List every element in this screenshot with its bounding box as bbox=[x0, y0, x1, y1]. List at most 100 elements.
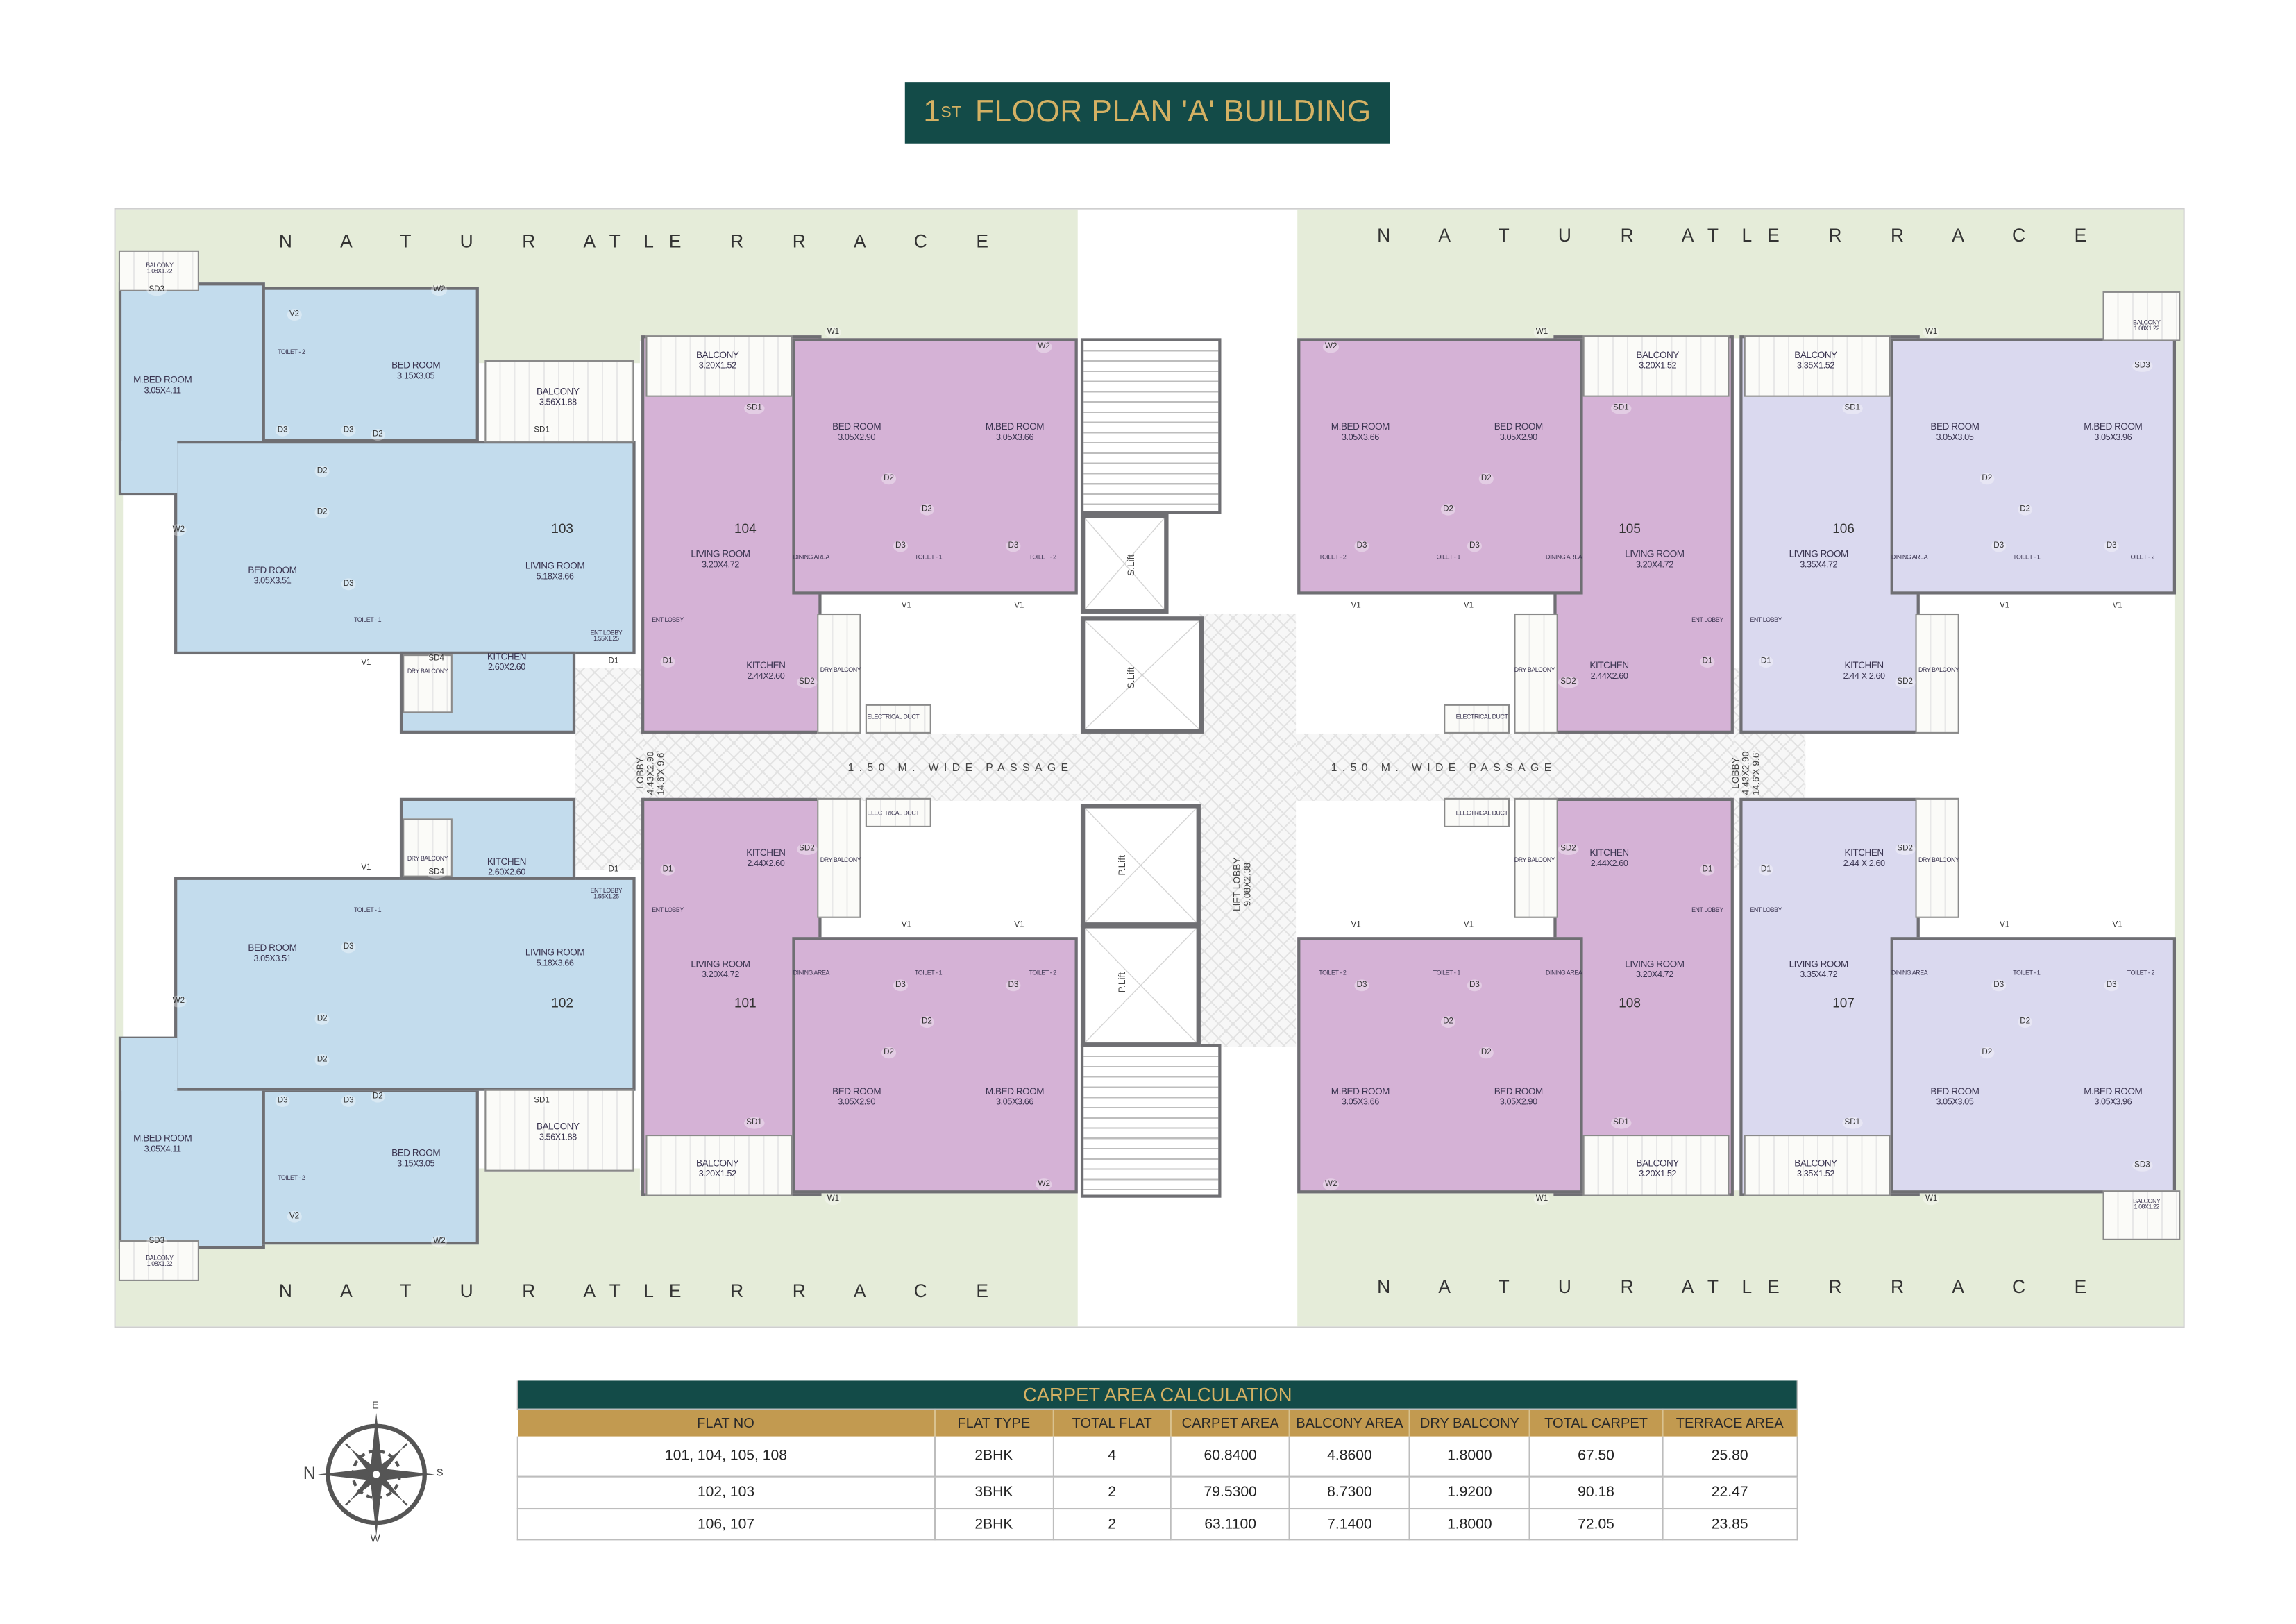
room-name: DRY BALCONY bbox=[1918, 666, 1959, 674]
room-name: TOILET - 2 bbox=[278, 348, 305, 356]
opening-tag: D2 bbox=[2018, 1016, 2033, 1029]
opening-tag: D2 bbox=[314, 506, 330, 518]
opening-tag: D2 bbox=[881, 473, 897, 485]
terrace-label-natural: N A T U R A L bbox=[278, 1280, 676, 1302]
opening-tag: W2 bbox=[431, 284, 448, 296]
opening-tag: SD4 bbox=[426, 866, 447, 879]
table-cell: 25.80 bbox=[1661, 1436, 1798, 1478]
room-dimensions: 3.15X3.05 bbox=[397, 1160, 435, 1169]
passage-label: 1.50 M. WIDE PASSAGE bbox=[847, 760, 1074, 774]
natural-terrace-top-right bbox=[1297, 209, 2184, 339]
room-label: TOILET - 2 bbox=[1029, 969, 1057, 976]
opening-tag: V1 bbox=[1461, 919, 1476, 931]
table-cell: 4 bbox=[1052, 1436, 1172, 1478]
room-name: BALCONY bbox=[537, 1122, 580, 1133]
room-name: BALCONY bbox=[2133, 1196, 2161, 1205]
room-area bbox=[1890, 937, 2176, 1194]
room-label: DINING AREA bbox=[1891, 969, 1928, 976]
opening-tag: D2 bbox=[1478, 473, 1494, 485]
room-dimensions: 3.20X4.72 bbox=[1635, 561, 1673, 570]
room-area bbox=[1553, 797, 1734, 1196]
room-dimensions: 1.55X1.25 bbox=[593, 635, 619, 643]
balcony-area bbox=[645, 335, 793, 397]
room-name: M.BED ROOM bbox=[133, 1133, 192, 1144]
opening-tag: D2 bbox=[1440, 1016, 1456, 1029]
room-label: ENT LOBBY bbox=[1750, 616, 1782, 624]
room-name: DINING AREA bbox=[1545, 553, 1582, 561]
room-dimensions: 5.18X3.66 bbox=[536, 573, 574, 582]
balcony-area bbox=[1915, 797, 1959, 918]
room-dimensions: 3.56X1.88 bbox=[539, 1133, 577, 1143]
room-label: DRY BALCONY bbox=[407, 855, 448, 863]
opening-tag: D3 bbox=[275, 1095, 290, 1107]
room-name: DRY BALCONY bbox=[820, 666, 861, 674]
room-dimensions: 3.05X2.90 bbox=[838, 433, 876, 443]
room-name: KITCHEN bbox=[746, 848, 786, 859]
balcony-area bbox=[403, 818, 453, 877]
column-header: DRY BALCONY bbox=[1409, 1409, 1531, 1437]
room-dimensions: 1.08X1.22 bbox=[146, 268, 173, 276]
opening-tag: V1 bbox=[359, 862, 373, 874]
terrace-strip bbox=[478, 1168, 640, 1245]
column-header: FLAT NO bbox=[517, 1409, 936, 1437]
lobby-name: LOBBY bbox=[636, 757, 646, 789]
table-title: CARPET AREA CALCULATION bbox=[516, 1380, 1798, 1410]
room-dimensions: 3.05X4.11 bbox=[144, 387, 181, 396]
opening-tag: D2 bbox=[1478, 1047, 1494, 1059]
room-name: BALCONY bbox=[695, 1158, 739, 1169]
room-label: TOILET - 2 bbox=[1029, 553, 1057, 561]
table-cell: 63.1100 bbox=[1170, 1509, 1291, 1541]
table-cell: 23.85 bbox=[1661, 1509, 1798, 1541]
room-name: TOILET - 2 bbox=[2127, 969, 2155, 976]
opening-tag: D3 bbox=[1991, 979, 2007, 992]
room-name: TOILET - 1 bbox=[1433, 553, 1461, 561]
opening-tag: D1 bbox=[1758, 863, 1773, 876]
room-label: DRY BALCONY bbox=[820, 856, 861, 864]
table-cell: 67.50 bbox=[1529, 1436, 1663, 1478]
room-dimensions: 3.05X3.05 bbox=[1936, 433, 1974, 443]
opening-tag: SD1 bbox=[532, 424, 552, 437]
room-dimensions: 2.44X2.60 bbox=[1590, 672, 1628, 682]
room-dimensions: 3.05X3.66 bbox=[996, 1098, 1033, 1108]
balcony-area bbox=[817, 613, 861, 734]
balcony-area bbox=[817, 797, 861, 918]
room-area bbox=[121, 441, 178, 493]
room-name: M.BED ROOM bbox=[2084, 1087, 2143, 1098]
table-cell: 22.47 bbox=[1661, 1476, 1798, 1510]
opening-tag: D3 bbox=[341, 1095, 356, 1107]
opening-tag: D3 bbox=[1006, 979, 1021, 992]
passenger-lift-1 bbox=[1080, 804, 1201, 927]
opening-tag: D2 bbox=[881, 1047, 897, 1059]
room-name: ELECTRICAL DUCT bbox=[867, 712, 920, 720]
room-dimensions: 3.05X3.05 bbox=[1936, 1098, 1974, 1108]
opening-tag: D2 bbox=[2018, 503, 2033, 516]
table-cell: 1.8000 bbox=[1408, 1436, 1531, 1478]
opening-tag: V1 bbox=[2110, 919, 2125, 931]
wide-passage bbox=[575, 733, 1806, 802]
opening-tag: D3 bbox=[1467, 979, 1483, 992]
room-dimensions: 3.05X3.96 bbox=[2094, 433, 2132, 443]
room-name: LIVING ROOM bbox=[1789, 959, 1849, 970]
room-name: DRY BALCONY bbox=[407, 667, 448, 675]
opening-tag: D3 bbox=[1991, 540, 2007, 552]
opening-tag: D3 bbox=[893, 540, 909, 552]
room-name: BED ROOM bbox=[832, 422, 881, 433]
opening-tag: D1 bbox=[660, 863, 675, 876]
table-cell: 2BHK bbox=[934, 1509, 1054, 1541]
room-name: BED ROOM bbox=[391, 361, 441, 371]
room-name: DINING AREA bbox=[1891, 553, 1928, 561]
balcony-area bbox=[118, 1240, 199, 1281]
lobby-dim: 4.43X2.90 bbox=[646, 751, 657, 795]
